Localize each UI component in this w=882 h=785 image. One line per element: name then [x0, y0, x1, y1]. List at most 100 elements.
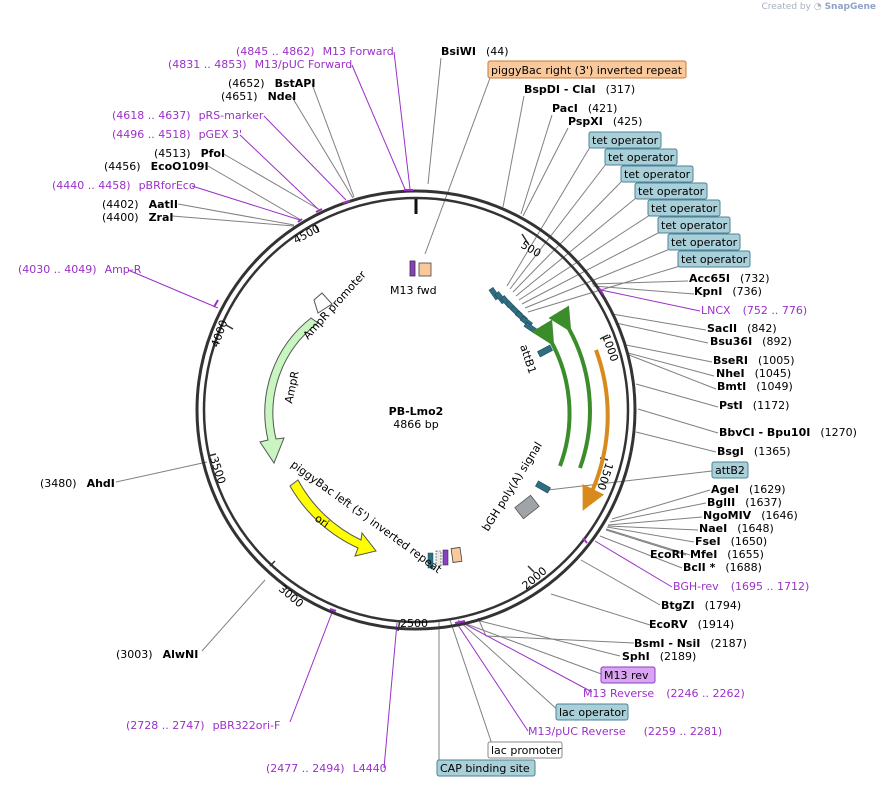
tick-1000: 1000 — [599, 333, 621, 364]
site-fsei[interactable]: FseI(1650) — [695, 535, 767, 548]
site-acc65i[interactable]: Acc65I(732) — [689, 272, 770, 285]
site-sphi[interactable]: SphI(2189) — [622, 650, 696, 663]
primer-m13-forward[interactable]: (4845 .. 4862)M13 Forward — [236, 45, 394, 58]
snapgene-credit: Created by ◔ SnapGene — [761, 2, 876, 12]
tick-2500: 2500 — [400, 617, 428, 630]
lac-promoter-feature[interactable] — [427, 552, 434, 569]
leader-pfoi — [221, 152, 321, 211]
site-ecorv[interactable]: EcoRV(1914) — [649, 618, 734, 631]
site-bstapi[interactable]: (4652)BstAPI — [228, 77, 315, 90]
tick-500: 500 — [519, 238, 544, 260]
primer-pbrforeco[interactable]: (4440 .. 4458)pBRforEco — [52, 179, 196, 192]
leader-bstapi — [311, 83, 355, 198]
site-bspdi[interactable]: BspDI - ClaI(317) — [524, 83, 635, 96]
site-bsiwi[interactable]: BsiWI(44) — [441, 45, 509, 58]
tet-operator-box-3[interactable]: tet operator — [624, 168, 691, 181]
primer-m13-reverse[interactable]: M13 Reverse(2246 .. 2262) — [583, 687, 745, 700]
site-psti[interactable]: PstI(1172) — [719, 399, 789, 412]
site-nhei[interactable]: NheI(1045) — [716, 367, 791, 380]
site-agei[interactable]: AgeI(1629) — [711, 483, 786, 496]
ori-feature[interactable] — [289, 479, 377, 557]
site-pspxi[interactable]: PspXI(425) — [568, 115, 642, 128]
piggybac-right-box[interactable]: piggyBac right (3') inverted repeat — [491, 64, 683, 77]
ampr-promoter-feature[interactable] — [313, 292, 333, 314]
leader-tet3 — [512, 180, 623, 293]
primer-l4440[interactable]: (2477 .. 2494)L4440 — [266, 762, 387, 775]
primer-pbr322ori-f[interactable]: (2728 .. 2747)pBR322ori-F — [126, 719, 280, 732]
piggybac-right-feature[interactable] — [418, 262, 432, 277]
tet-operator-box-1[interactable]: tet operator — [592, 134, 659, 147]
site-bcli[interactable]: BclI *(1688) — [683, 561, 762, 574]
primer-prs-marker[interactable]: (4618 .. 4637)pRS-marker — [112, 109, 264, 122]
cap-site-box[interactable]: CAP binding site — [440, 762, 530, 775]
tet-operator-box-5[interactable]: tet operator — [651, 202, 718, 215]
site-bbvci[interactable]: BbvCI - Bpu10I(1270) — [719, 426, 857, 439]
tet-operator-box-7[interactable]: tet operator — [671, 236, 738, 249]
site-bseri[interactable]: BseRI(1005) — [713, 354, 795, 367]
leader-lines — [115, 51, 719, 769]
attb2-feature[interactable] — [535, 480, 551, 494]
site-bsgi[interactable]: BsgI(1365) — [717, 445, 790, 458]
primer-pgex[interactable]: (4496 .. 4518)pGEX 3' — [112, 128, 242, 141]
leader-sacii — [611, 313, 707, 331]
site-btgzi[interactable]: BtgZI(1794) — [661, 599, 741, 612]
m13-fwd-feature[interactable] — [409, 260, 416, 277]
site-zrai[interactable]: (4400)ZraI — [102, 211, 174, 224]
site-ecori[interactable]: EcoRI — [650, 548, 684, 561]
site-ngomiv[interactable]: NgoMIV(1646) — [703, 509, 798, 522]
primer-bgh-rev[interactable]: BGH-rev(1695 .. 1712) — [673, 580, 809, 593]
leader-prs-marker — [263, 115, 347, 201]
site-naei[interactable]: NaeI(1648) — [699, 522, 774, 535]
primer-m13puc-reverse[interactable]: M13/pUC Reverse(2259 .. 2281) — [528, 725, 722, 738]
site-mfei[interactable]: MfeI(1655) — [690, 548, 764, 561]
leader-bgh-rev — [594, 540, 673, 588]
site-bsu36i[interactable]: Bsu36I(892) — [710, 335, 792, 348]
leader-sphi — [475, 619, 621, 657]
lac-operator-feature[interactable] — [435, 550, 442, 567]
attb2-box[interactable]: attB2 — [715, 464, 745, 477]
tet-operator-box-4[interactable]: tet operator — [638, 185, 705, 198]
site-sacii[interactable]: SacII(842) — [707, 322, 777, 335]
leader-bsu36i — [615, 322, 709, 344]
leader-pbr322ori — [289, 609, 334, 723]
site-aatii[interactable]: (4402)AatII — [102, 198, 178, 211]
m13-rev-feature[interactable] — [442, 549, 449, 566]
leader-piggybac-right — [424, 77, 491, 255]
boxed-labels: piggyBac right (3') inverted repeat tet … — [436, 60, 751, 777]
leader-m13puc-forward — [351, 64, 406, 190]
tet-operator-box-8[interactable]: tet operator — [681, 253, 748, 266]
leader-ndei — [291, 96, 354, 199]
lac-operator-box[interactable]: lac operator — [559, 706, 626, 719]
leader-nhei — [627, 352, 715, 377]
site-alwni[interactable]: (3003)AlwNI — [116, 648, 198, 661]
site-bmti[interactable]: BmtI(1049) — [717, 380, 793, 393]
leader-bbvci — [637, 408, 719, 434]
site-bglii[interactable]: BglII(1637) — [707, 496, 782, 509]
tet-operator-box-6[interactable]: tet operator — [661, 219, 728, 232]
attb1-feature[interactable] — [537, 344, 553, 358]
site-pfoi[interactable]: (4513)PfoI — [154, 147, 225, 160]
site-paci[interactable]: PacI(421) — [552, 102, 617, 115]
leader-ecoo109i — [207, 165, 302, 221]
plasmid-name: PB-Lmo2 — [389, 405, 444, 418]
site-ndei[interactable]: (4651)NdeI — [221, 90, 296, 103]
bgh-feature[interactable] — [514, 494, 540, 520]
tet-operator-box-2[interactable]: tet operator — [608, 151, 675, 164]
piggybac-left-feature[interactable] — [450, 546, 463, 563]
leader-naei — [607, 525, 699, 531]
primer-lncx[interactable]: LNCX(752 .. 776) — [701, 304, 807, 317]
primer-m13puc-forward[interactable]: (4831 .. 4853)M13/pUC Forward — [168, 58, 352, 71]
site-ahdi[interactable]: (3480)AhdI — [40, 477, 115, 490]
tick-4000: 4000 — [209, 318, 231, 349]
ampr-feature[interactable] — [259, 317, 319, 465]
m13-rev-box[interactable]: M13 rev — [604, 669, 649, 682]
lac-promoter-box[interactable]: lac promoter — [491, 744, 562, 757]
site-kpni[interactable]: KpnI(736) — [694, 285, 762, 298]
leader-bmti — [628, 354, 717, 390]
site-bsmi[interactable]: BsmI - NsiI(2187) — [634, 637, 747, 650]
leader-bsgi — [635, 431, 717, 453]
site-ecoo109i[interactable]: (4456)EcoO109I — [104, 160, 209, 173]
primer-amp-r[interactable]: (4030 .. 4049)Amp-R — [18, 263, 142, 276]
ampr-label: AmpR — [282, 369, 302, 404]
